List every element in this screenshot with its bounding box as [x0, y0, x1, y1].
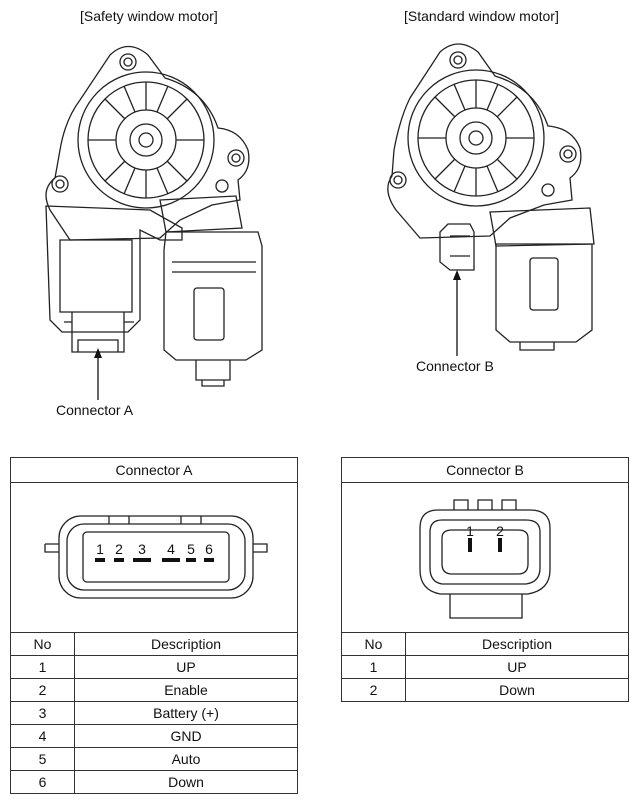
- connector-b-pinout-drawing: 1 2: [419, 499, 551, 619]
- table-row: 3 Battery (+): [10, 701, 298, 725]
- pin-number: 3: [10, 701, 75, 725]
- standard-motor-caption: [Standard window motor]: [404, 8, 559, 24]
- connector-a-pin-label: 3: [138, 541, 146, 557]
- safety-motor-caption: [Safety window motor]: [80, 8, 218, 24]
- pin-number: 1: [10, 655, 75, 679]
- connector-b-arrow-icon: [453, 270, 461, 280]
- pin-number: 2: [10, 678, 75, 702]
- connector-b-title: Connector B: [342, 458, 628, 483]
- connector-b-table: No Description 1 UP 2 Down: [341, 632, 629, 702]
- column-header: No: [341, 632, 406, 656]
- pin-description: Down: [405, 678, 629, 702]
- connector-a-pin-label: 2: [115, 541, 123, 557]
- connector-b-pin-label: 1: [466, 523, 474, 539]
- table-header-row: No Description: [341, 632, 629, 656]
- connector-a-pinout-drawing: 1 2 3 4 5 6: [44, 515, 268, 599]
- pin-description: Down: [74, 770, 298, 794]
- safety-motor-illustration: [45, 45, 263, 400]
- window-motor-illustrations: [45, 43, 595, 400]
- table-row: 5 Auto: [10, 747, 298, 771]
- connector-a-title: Connector A: [11, 458, 297, 483]
- column-header: No: [10, 632, 75, 656]
- connector-a-table: No Description 1 UP 2 Enable 3 Battery (…: [10, 632, 298, 794]
- pin-description: GND: [74, 724, 298, 748]
- pin-number: 6: [10, 770, 75, 794]
- pin-number: 2: [341, 678, 406, 702]
- table-row: 1 UP: [10, 655, 298, 679]
- column-header: Description: [405, 632, 629, 656]
- connector-a-pin-label: 6: [205, 541, 213, 557]
- pin-description: UP: [74, 655, 298, 679]
- table-row: 6 Down: [10, 770, 298, 794]
- pin-number: 5: [10, 747, 75, 771]
- pin-number: 4: [10, 724, 75, 748]
- pin-description: UP: [405, 655, 629, 679]
- column-header: Description: [74, 632, 298, 656]
- pin-description: Battery (+): [74, 701, 298, 725]
- standard-motor-illustration: [387, 43, 595, 356]
- table-row: 4 GND: [10, 724, 298, 748]
- connector-a-callout: Connector A: [56, 402, 134, 418]
- connector-b-pin-label: 2: [496, 523, 504, 539]
- connector-a-pin-label: 1: [96, 541, 104, 557]
- connector-b-callout: Connector B: [416, 358, 494, 374]
- connector-a-pin-label: 5: [187, 541, 195, 557]
- pin-description: Enable: [74, 678, 298, 702]
- table-row: 2 Enable: [10, 678, 298, 702]
- connector-a-pin-label: 4: [167, 541, 175, 557]
- table-header-row: No Description: [10, 632, 298, 656]
- connector-b-panel: Connector B 1 2: [341, 457, 629, 633]
- table-row: 2 Down: [341, 678, 629, 702]
- connector-a-arrow-icon: [94, 348, 102, 358]
- connector-a-panel: Connector A 1 2 3 4 5 6: [10, 457, 298, 633]
- table-row: 1 UP: [341, 655, 629, 679]
- pin-number: 1: [341, 655, 406, 679]
- pin-description: Auto: [74, 747, 298, 771]
